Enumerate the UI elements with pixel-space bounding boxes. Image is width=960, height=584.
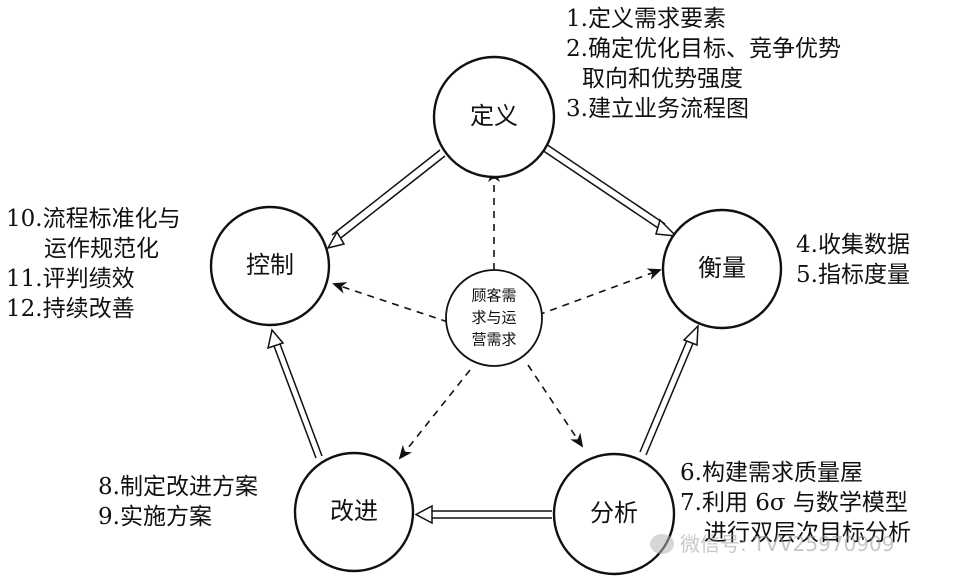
node-control-label: 控制 xyxy=(246,251,294,279)
note-step-2-cont: 取向和优势强度 xyxy=(582,66,743,92)
note-step-12: 12.持续改善 xyxy=(6,296,135,322)
node-control: 控制 xyxy=(209,205,331,327)
node-analyze-label: 分析 xyxy=(590,499,638,527)
center-label-line3: 营需求 xyxy=(471,331,516,349)
node-measure: 衡量 xyxy=(661,208,783,330)
center-node: 顾客需 求与运 营需求 xyxy=(445,269,543,367)
note-step-9: 9.实施方案 xyxy=(98,504,212,530)
node-define-label: 定义 xyxy=(470,102,518,130)
note-step-3: 3.建立业务流程图 xyxy=(566,96,749,122)
control-notes: 10.流程标准化与 运作规范化 11.评判绩效 12.持续改善 xyxy=(6,204,181,324)
flow-arrow-improve-to-control xyxy=(266,328,323,459)
watermark: 微信号: TVV25970909 xyxy=(650,528,894,557)
measure-notes: 4.收集数据 5.指标度量 xyxy=(796,230,910,290)
note-step-1: 1.定义需求要素 xyxy=(566,6,726,32)
dashed-arrow-to-analyze xyxy=(527,364,584,448)
note-step-7: 7.利用 6σ 与数学模型 xyxy=(680,490,908,516)
dashed-arrows xyxy=(332,168,662,460)
note-step-10-cont: 运作规范化 xyxy=(44,236,159,262)
node-improve: 改进 xyxy=(293,451,415,573)
note-step-10: 10.流程标准化与 xyxy=(6,206,181,232)
note-step-5: 5.指标度量 xyxy=(796,262,910,288)
wechat-icon xyxy=(650,534,674,554)
dashed-arrow-to-measure xyxy=(537,268,662,316)
node-measure-label: 衡量 xyxy=(698,254,746,282)
flow-arrow-define-to-measure xyxy=(541,143,679,237)
note-step-11: 11.评判绩效 xyxy=(6,266,135,292)
dashed-arrow-to-control xyxy=(332,282,449,323)
flow-arrow-control-to-define xyxy=(326,149,446,250)
flow-arrow-measure-to-analyze xyxy=(639,324,699,456)
dashed-arrow-to-improve xyxy=(398,369,471,460)
note-step-8: 8.制定改进方案 xyxy=(98,474,258,500)
flow-arrows xyxy=(266,143,699,525)
note-step-2: 2.确定优化目标、竞争优势 xyxy=(566,36,841,62)
analyze-notes: 6.构建需求质量屋 7.利用 6σ 与数学模型 进行双层次目标分析 xyxy=(680,458,911,548)
define-notes: 1.定义需求要素 2.确定优化目标、竞争优势 取向和优势强度 3.建立业务流程图 xyxy=(566,4,841,124)
flow-arrow-analyze-to-improve xyxy=(414,504,552,525)
node-define: 定义 xyxy=(432,55,556,179)
center-label-line2: 求与运 xyxy=(471,309,516,327)
note-step-7-cont: 进行双层次目标分析 xyxy=(704,520,911,546)
note-step-4: 4.收集数据 xyxy=(796,232,910,258)
center-label-line1: 顾客需 xyxy=(471,287,516,305)
improve-notes: 8.制定改进方案 9.实施方案 xyxy=(98,472,258,532)
node-analyze: 分析 xyxy=(552,452,676,576)
node-improve-label: 改进 xyxy=(330,497,378,525)
watermark-text: 微信号: TVV25970909 xyxy=(680,532,895,556)
note-step-6: 6.构建需求质量屋 xyxy=(680,460,863,486)
